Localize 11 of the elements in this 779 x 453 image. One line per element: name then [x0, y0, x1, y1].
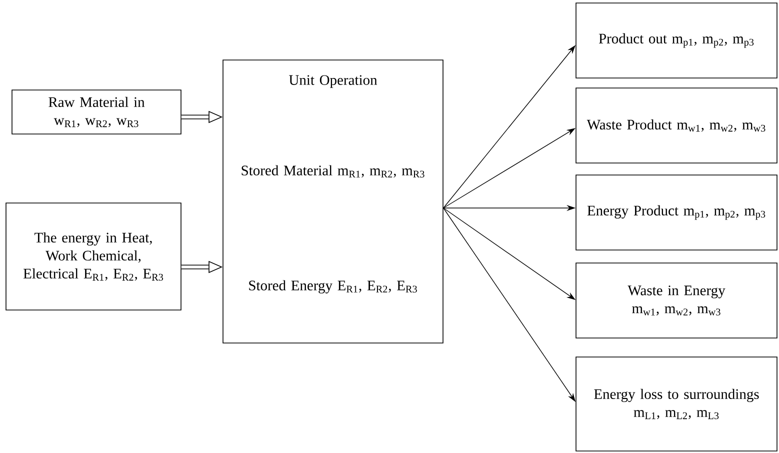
process-box: Product out m$_{p1}$, m$_{p2}$, m$_{p3}$ — [576, 2, 778, 78]
process-box: Waste Product m$_{w1}$, m$_{w2}$, m$_{w3}$ — [576, 88, 778, 164]
box-text: Stored Material m$_{R1}$, m$_{R2}$, m$_{R3}$ — [242, 165, 424, 178]
process-box: Energy Product m$_{p1}$, m$_{p2}$, m$_{p3}$ — [576, 174, 778, 250]
input-box: Raw Material in w$_{R1}$, w$_{R2}$, w$_{R3}$ — [12, 90, 182, 134]
unit-box — [222, 60, 444, 344]
box-text: Stored Energy E$_{R1}$, E$_{R2}$, E$_{R3}$ — [249, 280, 417, 294]
input-box: The energy in Heat, Work Chemical, Electrical E$_{R1}$, E$_{R2}$, E$_{R3}$ — [6, 202, 182, 310]
process-box: Energy loss to surroundings m$_{L1}$, m$_{L2}$, m$_{L3}$ — [576, 356, 778, 452]
box-heading: Unit Operation — [289, 75, 378, 88]
process-box: Waste in Energy m$_{w1}$, m$_{w2}$, m$_{w3}$ — [576, 262, 778, 338]
